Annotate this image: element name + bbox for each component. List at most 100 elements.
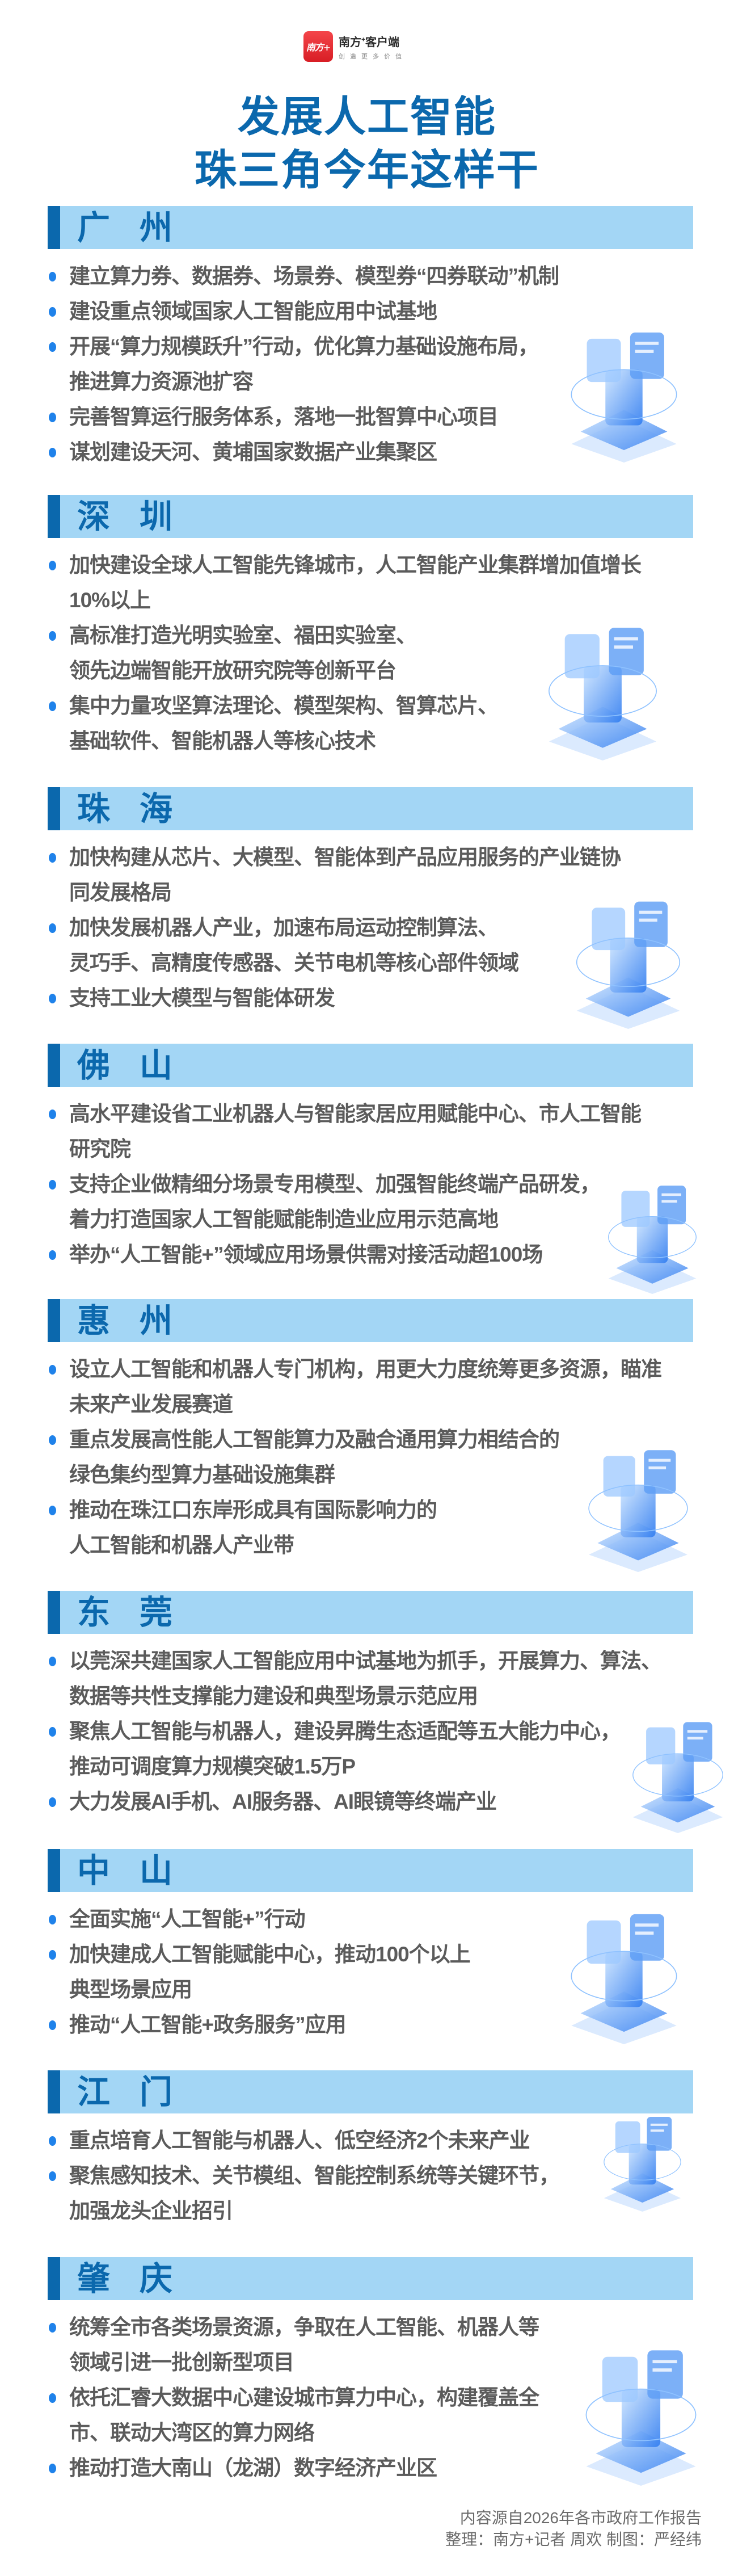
logo-mark-icon: 南方+ xyxy=(303,31,333,62)
tech-illustration-icon xyxy=(624,1717,732,1833)
list-item-line: 统筹全市各类场景资源，争取在人工智能、机器人等 xyxy=(69,2316,539,2339)
bullet-dot-icon xyxy=(49,2136,56,2146)
tech-illustration-icon xyxy=(562,896,695,1029)
list-item-line: 完善智算运行服务体系，落地一批智算中心项目 xyxy=(69,405,499,428)
list-item-line: 推进算力资源池扩容 xyxy=(69,370,254,393)
section-title: 江门 xyxy=(77,2073,203,2111)
bullet-dot-icon xyxy=(49,631,56,641)
list-item-line: 推动打造大南山（龙湖）数字经济产业区 xyxy=(69,2456,437,2480)
section-header: 中山 xyxy=(48,1849,693,1892)
list-item-line: 加快发展机器人产业，加速布局运动控制算法、 xyxy=(69,916,499,939)
list-item-line: 加快建成人工智能赋能中心，推动100个以上 xyxy=(69,1943,471,1966)
bullet-dot-icon xyxy=(49,448,56,457)
bullet-dot-icon xyxy=(49,994,56,1003)
list-item-line: 未来产业发展赛道 xyxy=(69,1393,233,1416)
list-item-line: 支持企业做精细分场景专用模型、加强智能终端产品研发， xyxy=(69,1173,601,1196)
list-item-line: 高标准打造光明实验室、福田实验室、 xyxy=(69,624,417,647)
bullet-dot-icon xyxy=(49,2393,56,2403)
tech-illustration-icon xyxy=(556,1908,692,2044)
section-title: 惠州 xyxy=(77,1301,203,1340)
list-item-line: 集中力量攻坚算法理论、模型架构、智算芯片、 xyxy=(69,694,499,717)
header-accent-strip xyxy=(48,1299,60,1342)
list-item-line: 人工智能和机器人产业带 xyxy=(69,1533,294,1557)
section-title: 中山 xyxy=(77,1851,203,1890)
list-item-line: 推动“人工智能+政务服务”应用 xyxy=(69,2013,347,2036)
bullet-dot-icon xyxy=(49,2171,56,2181)
section-title: 深圳 xyxy=(77,497,203,536)
list-item-line: 推动在珠江口东岸形成具有国际影响力的 xyxy=(69,1498,437,1522)
bullet-dot-icon xyxy=(49,1435,56,1445)
list-item-line: 同发展格局 xyxy=(69,881,172,904)
list-item-line: 典型场景应用 xyxy=(69,1978,192,2001)
brand-tagline: 创造更多价值 xyxy=(339,53,407,60)
list-item-line: 加快建设全球人工智能先锋城市，人工智能产业集群增加值增长 xyxy=(69,553,642,577)
list-item-line: 加快构建从芯片、大模型、智能体到产品应用服务的产业链协 xyxy=(69,846,621,869)
bullet-dot-icon xyxy=(49,272,56,281)
bullet-dot-icon xyxy=(49,1797,56,1807)
header-accent-strip xyxy=(48,1044,60,1087)
bullet-dot-icon xyxy=(49,1250,56,1260)
section-header: 珠海 xyxy=(48,787,693,830)
bullet-dot-icon xyxy=(49,342,56,352)
tech-illustration-icon xyxy=(536,621,669,760)
page-title-line1: 发展人工智能 xyxy=(238,93,496,141)
list-item-line: 举办“人工智能+”领域应用场景供需对接活动超100场 xyxy=(69,1243,543,1266)
section-title: 东莞 xyxy=(77,1593,203,1632)
list-item-line: 重点发展高性能人工智能算力及融合通用算力相结合的 xyxy=(69,1428,560,1451)
list-item-line: 大力发展AI手机、AI服务器、AI眼镜等终端产业 xyxy=(69,1790,497,1813)
bullet-dot-icon xyxy=(49,2020,56,2030)
credits-note: 整理：南方+记者 周欢 制图：严经纬 xyxy=(445,2531,702,2548)
list-item-line: 着力打造国家人工智能赋能制造业应用示范高地 xyxy=(69,1208,499,1231)
brand-plus: + xyxy=(361,35,366,43)
bullet-dot-icon xyxy=(49,1915,56,1924)
brand-name: 南方+客户端 xyxy=(339,33,407,49)
bullet-dot-icon xyxy=(49,307,56,317)
list-item-line: 绿色集约型算力基础设施集群 xyxy=(69,1463,335,1486)
list-item-line: 领先边端智能开放研究院等创新平台 xyxy=(69,659,396,682)
bullet-dot-icon xyxy=(49,1506,56,1515)
header-accent-strip xyxy=(48,1849,60,1892)
section-header: 东莞 xyxy=(48,1591,693,1634)
list-item-line: 10%以上 xyxy=(69,589,151,612)
list-item-line: 基础软件、智能机器人等核心技术 xyxy=(69,729,376,753)
list-item-line: 以莞深共建国家人工智能应用中试基地为抓手，开展算力、算法、 xyxy=(69,1649,662,1672)
header-accent-strip xyxy=(48,2070,60,2113)
bullet-dot-icon xyxy=(49,2464,56,2473)
section-title: 肇庆 xyxy=(77,2259,203,2298)
brand-name-main: 南方 xyxy=(339,36,361,49)
list-item-line: 聚焦感知技术、关节模组、智能控制系统等关键环节， xyxy=(69,2164,560,2187)
bullet-dot-icon xyxy=(49,923,56,933)
section-title: 珠海 xyxy=(77,789,203,828)
list-item-line: 全面实施“人工智能+”行动 xyxy=(69,1907,306,1931)
bullet-dot-icon xyxy=(49,1727,56,1737)
bullet-dot-icon xyxy=(49,701,56,711)
section-header: 江门 xyxy=(48,2070,693,2113)
header-accent-strip xyxy=(48,495,60,538)
source-note: 内容源自2026年各市政府工作报告 xyxy=(459,2509,702,2527)
tech-illustration-icon xyxy=(596,2112,689,2212)
tech-illustration-icon xyxy=(576,2344,706,2486)
bullet-dot-icon xyxy=(49,1950,56,1960)
bullet-dot-icon xyxy=(49,1365,56,1375)
list-item-line: 开展“算力规模跃升”行动，优化算力基础设施布局， xyxy=(69,335,539,358)
list-item-line: 研究院 xyxy=(69,1137,131,1161)
section-title: 广州 xyxy=(77,208,203,247)
bullet-dot-icon xyxy=(49,561,56,570)
list-item-line: 数据等共性支撑能力建设和典型场景示范应用 xyxy=(69,1684,478,1708)
list-item-line: 推动可调度算力规模突破1.5万P xyxy=(69,1755,356,1778)
bullet-dot-icon xyxy=(49,1110,56,1119)
brand-suffix: 客户端 xyxy=(365,36,400,49)
header-accent-strip xyxy=(48,1591,60,1634)
list-item-line: 市、联动大湾区的算力网络 xyxy=(69,2421,315,2444)
tech-illustration-icon xyxy=(562,326,686,463)
header-accent-strip xyxy=(48,206,60,249)
section-header: 肇庆 xyxy=(48,2257,693,2300)
bullet-dot-icon xyxy=(49,1180,56,1190)
section-header: 广州 xyxy=(48,206,693,249)
section-header: 惠州 xyxy=(48,1299,693,1342)
section-title: 佛山 xyxy=(77,1046,203,1085)
list-item-line: 支持工业大模型与智能体研发 xyxy=(69,986,335,1010)
bullet-dot-icon xyxy=(49,2323,56,2333)
list-item-line: 设立人工智能和机器人专门机构，用更大力度统筹更多资源，瞄准 xyxy=(69,1358,662,1381)
list-item-line: 重点培育人工智能与机器人、低空经济2个未来产业 xyxy=(69,2129,530,2152)
